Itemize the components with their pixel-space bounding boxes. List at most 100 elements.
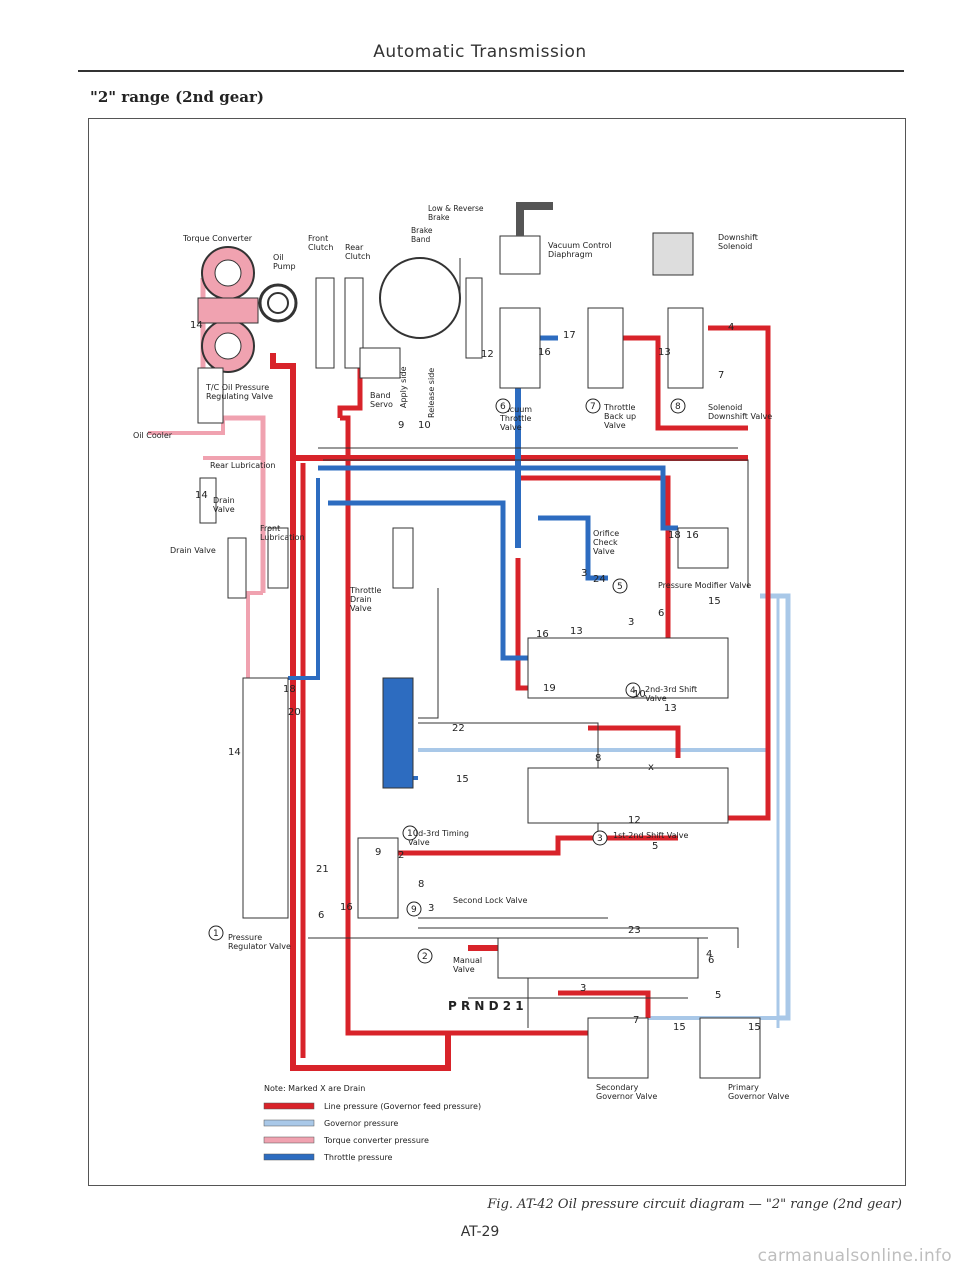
line-number-label: 14 bbox=[195, 490, 208, 501]
timing-23-valve-label: 2nd-3rd Timing bbox=[408, 829, 469, 838]
shift-12-valve-body bbox=[527, 767, 729, 824]
line-number-label: 8 bbox=[595, 753, 601, 764]
line-pressure-line bbox=[337, 358, 363, 418]
outline-line bbox=[418, 927, 739, 948]
solenoid-downshift-valve-bore bbox=[667, 307, 704, 389]
line-pressure-line bbox=[618, 335, 748, 431]
line-number-label: 14 bbox=[228, 747, 241, 758]
outline-line bbox=[418, 588, 439, 719]
throttle-line bbox=[328, 500, 538, 661]
legend-swatch bbox=[263, 1119, 315, 1127]
line-number-label: 13 bbox=[664, 703, 677, 714]
legend-label: Torque converter pressure bbox=[323, 1136, 429, 1145]
valve-number-text: 6 bbox=[500, 402, 506, 412]
band-servo-body bbox=[359, 347, 401, 379]
primary-governor-label: Governor Valve bbox=[728, 1092, 789, 1101]
shift-12-valve-label: 1st-2nd Shift Valve bbox=[613, 831, 689, 840]
legend-swatch bbox=[263, 1102, 315, 1110]
pressure-regulator-valve-body bbox=[242, 677, 289, 919]
line-number-label: 4 bbox=[728, 322, 734, 333]
front-lubrication-label: Front bbox=[260, 524, 280, 533]
line-number-label: 16 bbox=[686, 530, 699, 541]
tc-regulating-valve-label: T/C Oil Pressure bbox=[205, 383, 269, 392]
vacuum-pipe bbox=[516, 202, 553, 236]
legend: Line pressure (Governor feed pressure)Go… bbox=[263, 1102, 481, 1162]
low-reverse-brake-pack bbox=[465, 277, 483, 359]
valve-number-text: 7 bbox=[590, 402, 596, 412]
line-number-label: 7 bbox=[633, 1015, 639, 1026]
front-clutch-label: Clutch bbox=[308, 243, 333, 252]
throttle-modulator-bore bbox=[382, 677, 414, 789]
valve-bodies bbox=[197, 202, 761, 1079]
brake-band-drum bbox=[379, 257, 461, 339]
throttle-drain-valve-label: Valve bbox=[350, 604, 372, 613]
vacuum-throttle-valve-label: Throttle bbox=[499, 414, 531, 423]
line-number-label: 17 bbox=[563, 330, 576, 341]
valve-number-marker bbox=[585, 398, 601, 414]
page-number: AT-29 bbox=[460, 1224, 500, 1240]
line-pressure-line bbox=[340, 415, 588, 1036]
front-clutch-pack bbox=[315, 277, 335, 369]
line-number-label: 10 bbox=[633, 689, 646, 700]
line-number-label: 18 bbox=[668, 530, 681, 541]
brake-band-label: Band bbox=[411, 235, 430, 244]
valve-number-text: 10 bbox=[407, 829, 419, 839]
brake-band-label: Brake bbox=[411, 226, 433, 235]
line-number-label: 9 bbox=[375, 847, 381, 858]
line-number-label: 5 bbox=[652, 841, 658, 852]
orifice-check-valve-label: Valve bbox=[593, 547, 615, 556]
valve-number-text: 8 bbox=[675, 402, 681, 412]
pressure-regulator-valve-label: Pressure bbox=[228, 933, 262, 942]
throttle-backup-valve-label: Throttle bbox=[603, 403, 635, 412]
line-pressure-line bbox=[588, 725, 681, 758]
throttle-line bbox=[538, 515, 608, 581]
front-clutch-label: Front bbox=[308, 234, 328, 243]
throttle-line bbox=[288, 478, 320, 680]
solenoid-downshift-valve-label: Solenoid bbox=[708, 403, 742, 412]
valve-number-marker bbox=[495, 398, 511, 414]
line-number-label: 7 bbox=[718, 370, 724, 381]
low-reverse-brake-label: Low & Reverse bbox=[428, 204, 484, 213]
torque-converter-hub bbox=[214, 259, 242, 287]
line-number-label: 8 bbox=[418, 879, 424, 890]
front-lubrication-label: Lubrication bbox=[260, 533, 305, 542]
throttle-backup-valve-label: Valve bbox=[604, 421, 626, 430]
oil-cooler-label: Oil Cooler bbox=[133, 431, 173, 440]
valve-number-text: 4 bbox=[630, 686, 636, 696]
torque-converter-hub bbox=[214, 332, 242, 360]
converter-line bbox=[246, 591, 263, 678]
low-reverse-brake-label: Brake bbox=[428, 213, 450, 222]
outline-line bbox=[323, 459, 749, 588]
legend-label: Throttle pressure bbox=[323, 1153, 393, 1162]
shift-23-valve-label: Valve bbox=[645, 694, 667, 703]
line-number-label: 10 bbox=[418, 420, 431, 431]
governor-line bbox=[760, 593, 791, 1021]
oil-pump-gear bbox=[267, 292, 289, 314]
line-number-label: 21 bbox=[316, 864, 329, 875]
pressure-regulator-valve-label: Regulator Valve bbox=[228, 942, 291, 951]
line-pressure-line bbox=[678, 325, 771, 821]
line-number-label: 18 bbox=[283, 684, 296, 695]
valve-number-text: 3 bbox=[597, 834, 603, 844]
apply-side-label: Apply side bbox=[399, 366, 408, 408]
orifice-check-valve-label: Orifice bbox=[593, 529, 619, 538]
second-lock-valve-label: Second Lock Valve bbox=[453, 896, 527, 905]
oil-pump-label: Oil bbox=[273, 253, 284, 262]
line-number-label: 14 bbox=[190, 320, 203, 331]
legend-swatch bbox=[263, 1136, 315, 1144]
valve-number-marker bbox=[670, 398, 686, 414]
valve-number-marker bbox=[417, 948, 433, 964]
second-lock-valve-bore bbox=[357, 837, 399, 919]
line-number-label: 3 bbox=[581, 568, 587, 579]
line-number-label: 5 bbox=[715, 990, 721, 1001]
shift-23-valve-label: 2nd-3rd Shift bbox=[645, 685, 697, 694]
oil-pump-label: Pump bbox=[273, 262, 296, 271]
legend-swatch bbox=[263, 1153, 315, 1161]
line-number-label: 13 bbox=[658, 347, 671, 358]
downshift-solenoid-label: Downshift bbox=[718, 233, 758, 242]
throttle-drain-valve-bore bbox=[392, 527, 414, 589]
diagram-frame bbox=[88, 118, 906, 1186]
manual-valve-label: Manual bbox=[453, 956, 482, 965]
header-rule bbox=[78, 70, 904, 72]
